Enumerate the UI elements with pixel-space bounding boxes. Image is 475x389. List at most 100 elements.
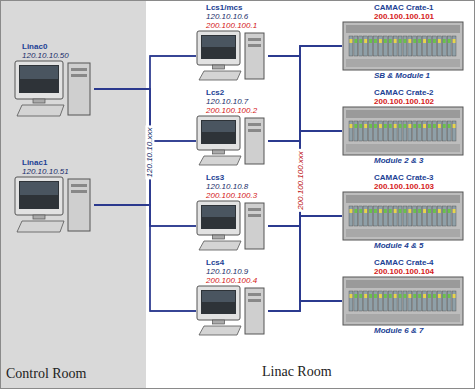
module-led: [359, 124, 362, 128]
module-slot: [447, 206, 451, 226]
network-label: 120.10.10.xxx: [145, 125, 154, 179]
module-slot: [423, 36, 427, 56]
module-led: [413, 124, 416, 128]
module-slot: [413, 206, 417, 226]
module-led: [418, 39, 421, 43]
module-slot: [447, 121, 451, 141]
keyboard: [17, 105, 64, 116]
ip-address: 200.100.100.104: [342, 267, 466, 276]
module-led: [394, 124, 397, 128]
module-led: [379, 124, 382, 128]
host-name: Lcs3: [196, 173, 268, 182]
drive-bay: [71, 184, 87, 187]
network-line: [94, 56, 196, 89]
crate-node: CAMAC Crate-2200.100.100.102Module 2 & 3: [342, 88, 466, 165]
module-slot: [428, 121, 432, 141]
host-name: Linac0: [14, 42, 94, 51]
module-led: [354, 209, 357, 213]
module-led: [350, 124, 353, 128]
module-led: [374, 39, 377, 43]
module-slot: [369, 206, 373, 226]
module-slot: [423, 291, 427, 311]
network-line: [268, 46, 342, 311]
module-slot: [428, 206, 432, 226]
computer-icon: [196, 115, 266, 167]
ip-address: 120.10.10.7: [196, 97, 268, 106]
module-led: [350, 39, 353, 43]
module-led: [399, 124, 402, 128]
module-led: [423, 209, 426, 213]
monitor-stand: [33, 215, 45, 219]
module-led: [438, 294, 441, 298]
keyboard: [199, 326, 241, 335]
monitor-frame: [15, 177, 63, 215]
monitor-frame: [197, 31, 240, 65]
ip-address: 200.100.100.103: [342, 182, 466, 191]
control-room-panel: [0, 0, 146, 389]
crate-base: [346, 59, 460, 67]
keyboard: [199, 71, 241, 80]
module-slot: [379, 206, 383, 226]
network-line: [268, 301, 342, 311]
module-slot: [388, 291, 392, 311]
module-led: [394, 209, 397, 213]
module-slot: [408, 36, 412, 56]
camac-crate-icon: [342, 106, 464, 156]
module-led: [453, 209, 456, 213]
network-line: [268, 141, 342, 301]
ip-address: 120.10.10.9: [196, 267, 268, 276]
computer-node: Lcs2120.10.10.7200.100.100.2: [196, 88, 268, 167]
module-slot: [452, 36, 456, 56]
pc-tower: [245, 33, 264, 79]
module-led: [428, 209, 431, 213]
module-slot: [369, 121, 373, 141]
module-led: [423, 124, 426, 128]
module-led: [364, 39, 367, 43]
module-slot: [393, 291, 397, 311]
network-line: [268, 226, 342, 301]
crate-fan-bar: [346, 110, 460, 118]
monitor-frame: [15, 61, 63, 99]
drive-bay: [248, 129, 261, 132]
crate-node: CAMAC Crate-3200.100.100.103Module 4 & 5: [342, 173, 466, 250]
module-slot: [354, 206, 358, 226]
module-slot: [374, 291, 378, 311]
module-slot: [379, 121, 383, 141]
screen-glare: [20, 66, 58, 79]
drive-bay: [248, 299, 261, 302]
monitor-screen: [201, 290, 236, 314]
module-label: Module 6 & 7: [342, 326, 466, 335]
module-led: [399, 39, 402, 43]
module-led: [413, 209, 416, 213]
computer-icon: [14, 176, 92, 234]
crate-base: [346, 144, 460, 152]
network-line: [268, 56, 342, 131]
module-led: [408, 124, 411, 128]
ip-address: 200.100.100.3: [196, 191, 268, 200]
module-slot: [374, 36, 378, 56]
module-slot: [433, 291, 437, 311]
module-slot: [398, 291, 402, 311]
module-slot: [413, 36, 417, 56]
module-led: [433, 39, 436, 43]
module-label: Module 4 & 5: [342, 241, 466, 250]
module-led: [443, 209, 446, 213]
module-slot: [428, 291, 432, 311]
crate-housing: [343, 277, 463, 325]
module-slot: [452, 206, 456, 226]
host-name: Lcs4: [196, 258, 268, 267]
module-led: [369, 39, 372, 43]
network-line: [268, 216, 342, 226]
module-label: SB & Module 1: [342, 71, 466, 80]
module-led: [433, 124, 436, 128]
module-led: [448, 39, 451, 43]
drive-bay: [71, 190, 87, 193]
module-slot: [433, 36, 437, 56]
module-slot: [442, 291, 446, 311]
keyboard: [17, 221, 64, 232]
network-line: [268, 131, 342, 311]
module-slot: [418, 206, 422, 226]
module-led: [404, 39, 407, 43]
module-slot: [413, 291, 417, 311]
module-slot: [354, 36, 358, 56]
